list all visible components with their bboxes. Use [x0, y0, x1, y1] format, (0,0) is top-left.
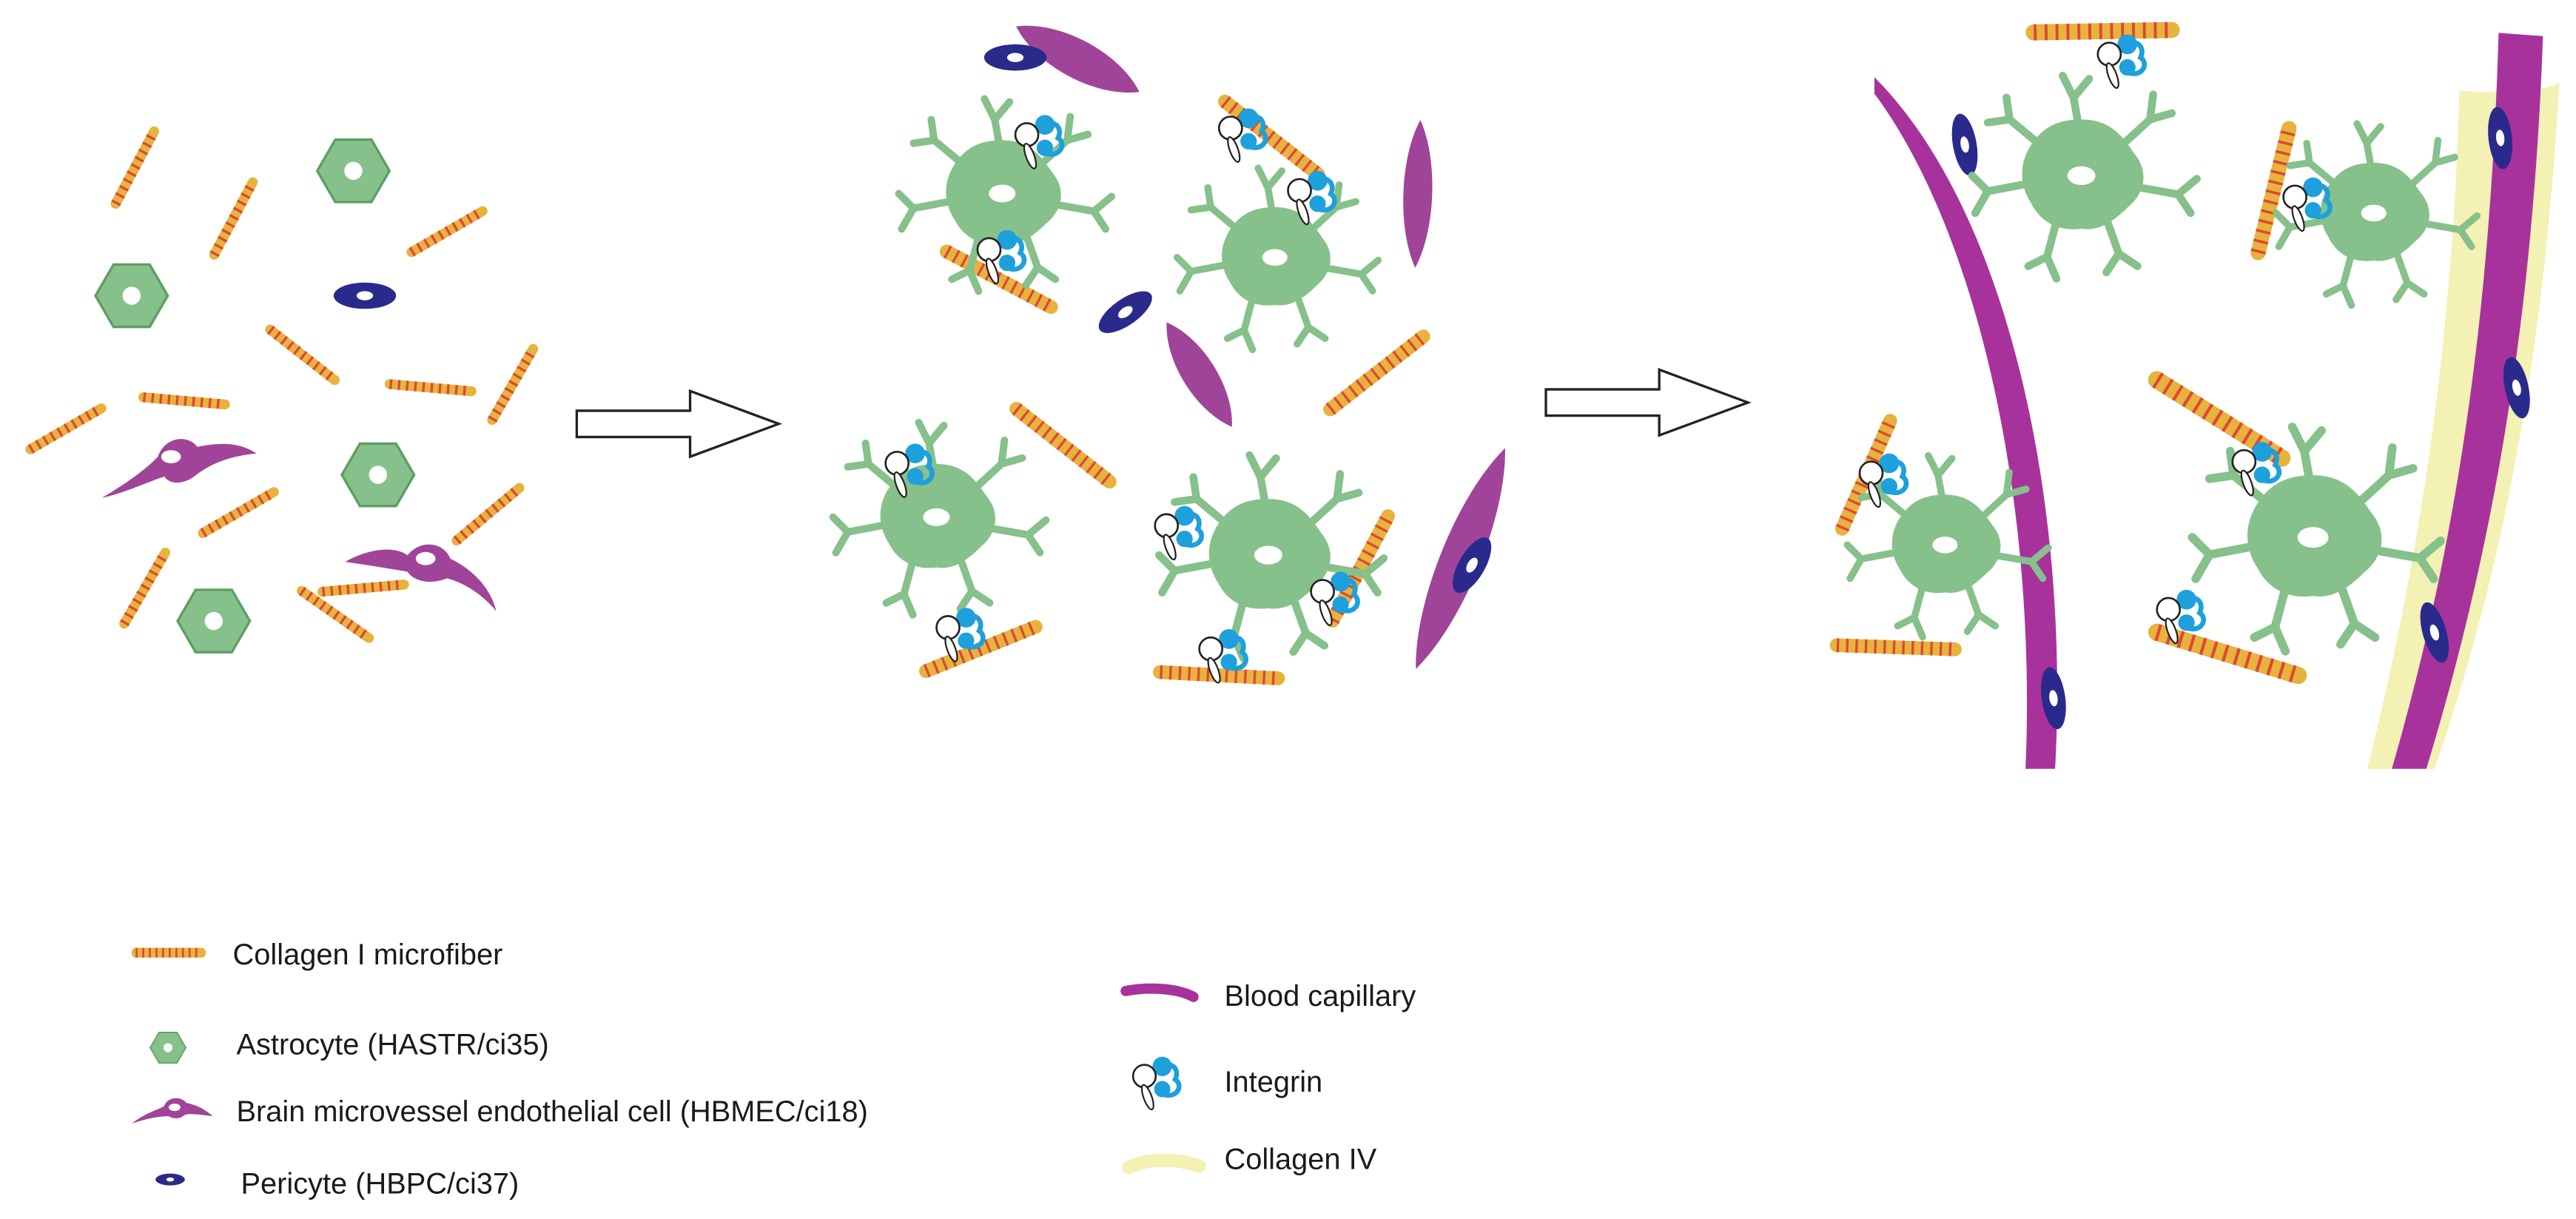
collagen-fiber: [1837, 645, 1955, 650]
endothelial-cell: [1397, 440, 1524, 677]
astrocyte-precursor: [340, 442, 416, 508]
collagen-fiber: [30, 409, 101, 449]
pericyte-icon: [155, 1173, 185, 1186]
astrocyte-precursor: [316, 138, 391, 204]
endothelial-cell: [1152, 313, 1247, 436]
hbmec-icon: [132, 1098, 213, 1124]
collagen-fiber: [1225, 101, 1318, 174]
collagen-fiber: [2034, 30, 2171, 33]
astrocyte: [1159, 455, 1384, 658]
legend: Collagen I microfiber Astrocyte (HASTR/c…: [132, 938, 1416, 1200]
stage-1-dispersed-cells: [30, 131, 534, 654]
blood-capillary-right: [2392, 33, 2543, 769]
astrocyte: [833, 423, 1046, 615]
legend-label: Astrocyte (HASTR/ci35): [237, 1029, 549, 1061]
astrocyte: [1972, 75, 2197, 278]
hbmec-cell: [345, 544, 497, 611]
legend-item-hbmec: Brain microvessel endothelial cell (HBME…: [132, 1095, 868, 1128]
blood-capillary-left: [1874, 77, 2057, 769]
collagen-fiber: [323, 585, 405, 592]
collagen-fiber: [1330, 337, 1423, 409]
hbmec-cell: [101, 439, 257, 498]
pericyte: [333, 282, 397, 309]
pericyte: [1092, 283, 1159, 341]
legend-item-capillary: Blood capillary: [1120, 980, 1416, 1013]
progression-arrow: [1544, 368, 1752, 437]
legend-item-collagen-i: Collagen I microfiber: [135, 938, 502, 971]
astrocyte-icon: [149, 1031, 186, 1064]
collagen-fiber: [124, 553, 165, 624]
integrin: [2098, 35, 2145, 90]
collagen-fiber: [270, 329, 334, 380]
collagen-fiber: [115, 131, 154, 204]
pericyte: [983, 44, 1047, 71]
progression-arrow: [575, 389, 783, 459]
legend-item-astrocyte: Astrocyte (HASTR/ci35): [149, 1029, 549, 1064]
astrocyte: [1177, 168, 1379, 349]
astrocyte-precursor: [176, 588, 252, 654]
collagen-fiber: [390, 384, 472, 392]
collagen-fiber: [203, 492, 274, 533]
collagen-fiber: [144, 397, 226, 405]
legend-label: Blood capillary: [1225, 980, 1416, 1013]
legend-label: Integrin: [1225, 1066, 1323, 1098]
endothelial-cell: [1400, 119, 1435, 269]
collagen-fiber: [457, 488, 519, 540]
legend-label: Collagen I microfiber: [233, 938, 503, 971]
collagen-fiber: [492, 349, 533, 420]
collagen-iv-icon: [1122, 1153, 1206, 1175]
astrocyte-precursor: [94, 263, 169, 329]
collagen-fiber: [1016, 409, 1109, 481]
legend-item-integrin: Integrin: [1133, 1057, 1322, 1111]
integrin-icon: [1133, 1057, 1179, 1111]
legend-item-collagen-iv: Collagen IV: [1122, 1144, 1377, 1176]
pericyte: [1947, 112, 1983, 178]
legend-label: Brain microvessel endothelial cell (HBME…: [237, 1095, 868, 1128]
collagen-fiber: [411, 211, 482, 252]
legend-label: Pericyte (HBPC/ci37): [241, 1168, 519, 1200]
collagen-fiber: [302, 591, 369, 638]
capillary-icon: [1120, 983, 1199, 1002]
collagen-fiber: [214, 182, 252, 255]
stage-3-capillary-network: [1837, 30, 2560, 769]
stage-2-assembly: [833, 9, 1524, 685]
legend-item-pericyte: Pericyte (HBPC/ci37): [155, 1168, 519, 1200]
legend-label: Collagen IV: [1225, 1144, 1377, 1176]
